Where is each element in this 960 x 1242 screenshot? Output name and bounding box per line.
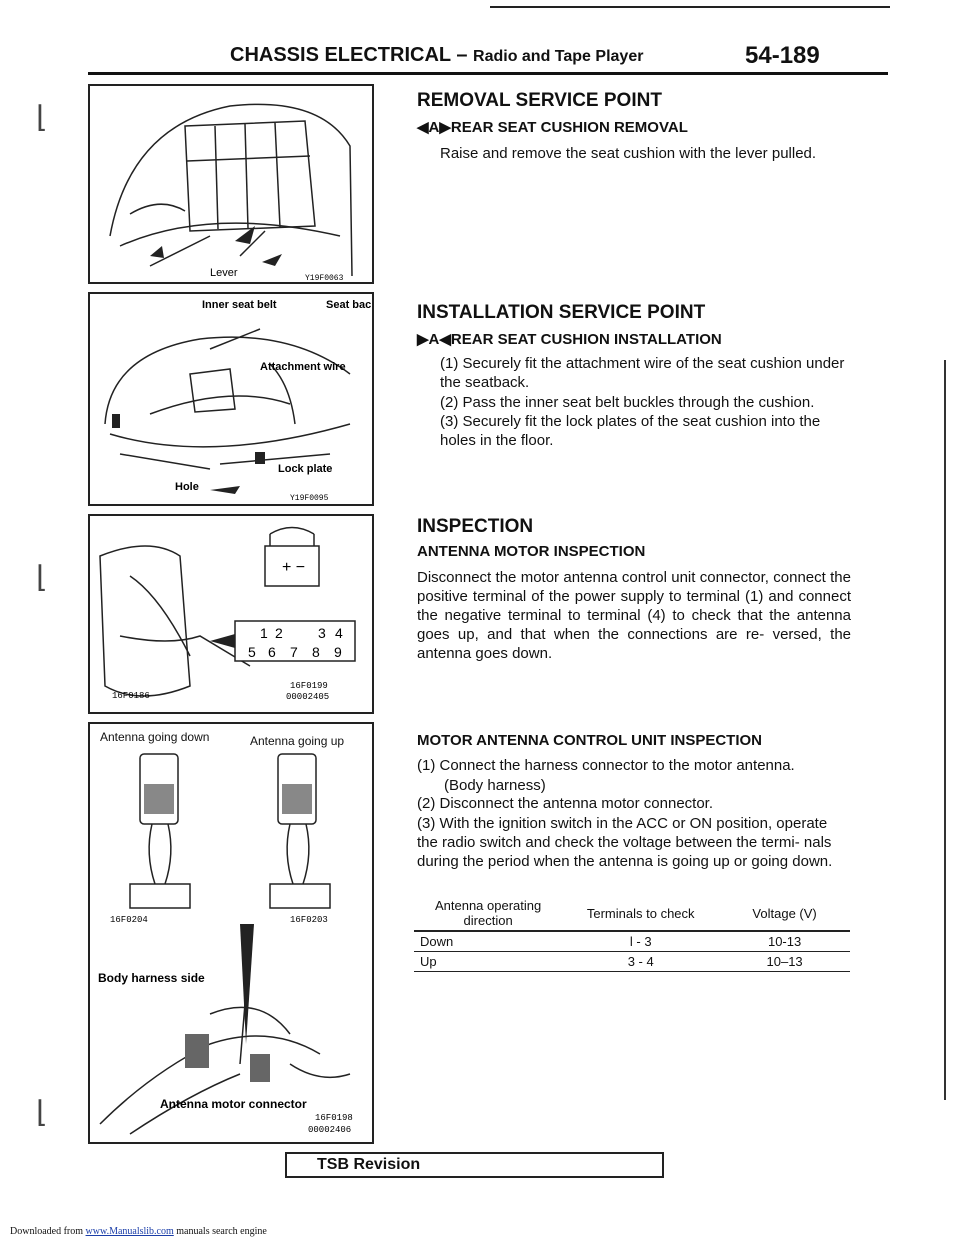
- fig3-code-left: 16F0186: [112, 691, 150, 701]
- col-header-voltage: Voltage (V): [719, 896, 850, 932]
- terminal-label: 6: [268, 644, 276, 660]
- table-cell: Down: [414, 931, 563, 952]
- manualslib-link[interactable]: www.Manualslib.com: [85, 1226, 174, 1237]
- terminal-label: 7: [290, 644, 298, 660]
- fig4-label-down: Antenna going down: [100, 730, 210, 744]
- page-header: CHASSIS ELECTRICAL – Radio and Tape Play…: [230, 44, 643, 67]
- fig2-label-inner-seat-belt: Inner seat belt: [202, 299, 277, 311]
- terminal-label: 1: [260, 625, 268, 641]
- seat-cushion-illustration: Inner seat belt Seat back Attachment wir…: [104, 299, 372, 503]
- footer-suffix: manuals search engine: [176, 1226, 267, 1237]
- fig2-label-attachment-wire: Attachment wire: [260, 361, 346, 373]
- removal-heading: REMOVAL SERVICE POINT: [417, 90, 662, 111]
- header-subtitle: Radio and Tape Player: [473, 48, 644, 65]
- antenna-motor-text: Disconnect the motor antenna control uni…: [417, 569, 851, 662]
- col-header-terminals: Terminals to check: [562, 896, 720, 932]
- control-unit-step-2: (2) Disconnect the antenna motor connect…: [417, 795, 714, 812]
- terminal-label: 9: [334, 644, 342, 660]
- voltmeter-illustration: 16F0204 16F0203: [110, 753, 331, 924]
- header-rule: [88, 72, 888, 75]
- right-rule: [944, 360, 946, 1100]
- figure-control-unit-inspection: Antenna going down Antenna going up 16F0…: [88, 722, 374, 1144]
- margin-mark: ⌊: [36, 1096, 48, 1129]
- fig2-label-hole: Hole: [175, 481, 199, 493]
- tsb-revision-box: TSB Revision: [285, 1152, 664, 1178]
- top-rule: [490, 6, 890, 8]
- fig2-label-seat-back: Seat back: [326, 299, 372, 311]
- terminal-label: 3: [318, 625, 326, 641]
- installation-step-2: (2) Pass the inner seat belt buckles thr…: [440, 394, 815, 411]
- col-header-direction: Antenna operating direction: [414, 896, 563, 932]
- fig1-label-lever: Lever: [210, 267, 238, 279]
- table-row: Up 3 - 4 10–13: [414, 951, 850, 972]
- fig4-code-right: 16F0203: [290, 915, 328, 924]
- table-header-row: Antenna operating direction Terminals to…: [414, 896, 850, 932]
- seat-illustration: Lever Y19F0063: [109, 103, 353, 282]
- fig2-label-lock-plate: Lock plate: [278, 463, 332, 475]
- fig5-code-1: 16F0198: [315, 1113, 353, 1123]
- table-cell: Up: [414, 951, 563, 972]
- margin-mark: ⌊: [36, 561, 48, 594]
- fig2-code: Y19F0095: [290, 494, 329, 503]
- removal-subheading: ◀A▶REAR SEAT CUSHION REMOVAL: [417, 119, 688, 136]
- download-footer: Downloaded from www.Manualslib.com manua…: [10, 1226, 267, 1237]
- fig3-code-right: 16F0199: [290, 681, 328, 691]
- voltage-table: Antenna operating direction Terminals to…: [414, 896, 850, 972]
- antenna-motor-subheading: ANTENNA MOTOR INSPECTION: [417, 543, 646, 560]
- table-cell: 3 - 4: [562, 951, 720, 972]
- figure-seat-cushion-lever: Lever Y19F0063: [88, 84, 374, 284]
- fig1-code: Y19F0063: [305, 274, 344, 282]
- control-unit-step-3: (3) With the ignition switch in the ACC …: [417, 815, 833, 870]
- installation-subheading: ▶A◀REAR SEAT CUSHION INSTALLATION: [417, 331, 722, 348]
- fig5-code-2: 00002406: [308, 1125, 351, 1135]
- fig5-label-antenna-motor-connector: Antenna motor connector: [160, 1097, 307, 1111]
- inspection-heading: INSPECTION: [417, 516, 534, 537]
- harness-connector-illustration: Body harness side Antenna motor connecto…: [98, 924, 353, 1135]
- svg-text:+ −: + −: [282, 559, 305, 576]
- installation-heading: INSTALLATION SERVICE POINT: [417, 302, 706, 323]
- table-cell: 10–13: [719, 951, 850, 972]
- installation-step-3: (3) Securely fit the lock plates of the …: [440, 413, 821, 449]
- fig3-code-doc: 00002405: [286, 692, 329, 702]
- antenna-motor-illustration: + − 1 2 3 4 5 6 7 8 9 16F0186 16F0199 00…: [99, 526, 356, 702]
- fig4-code-left: 16F0204: [110, 915, 148, 924]
- page-number: 54-189: [745, 42, 820, 69]
- table-cell: l - 3: [562, 931, 720, 952]
- removal-text: Raise and remove the seat cushion with t…: [440, 145, 817, 162]
- control-unit-subheading: MOTOR ANTENNA CONTROL UNIT INSPECTION: [417, 732, 762, 749]
- terminal-label: 8: [312, 644, 320, 660]
- header-title: CHASSIS ELECTRICAL –: [230, 44, 468, 66]
- footer-prefix: Downloaded from: [10, 1226, 84, 1237]
- control-unit-step-1-note: (Body harness): [444, 777, 546, 794]
- table-row: Down l - 3 10-13: [414, 931, 850, 952]
- margin-mark: ⌊: [36, 101, 48, 134]
- table-cell: 10-13: [719, 931, 850, 952]
- figure-antenna-motor-inspection: + − 1 2 3 4 5 6 7 8 9 16F0186 16F0199 00…: [88, 514, 374, 714]
- terminal-label: 5: [248, 644, 256, 660]
- installation-step-1: (1) Securely fit the attachment wire of …: [440, 355, 845, 391]
- fig5-label-body-harness-side: Body harness side: [98, 971, 205, 985]
- figure-seat-cushion-installation: Inner seat belt Seat back Attachment wir…: [88, 292, 374, 506]
- terminal-label: 2: [275, 625, 283, 641]
- terminal-label: 4: [335, 625, 343, 641]
- control-unit-step-1: (1) Connect the harness connector to the…: [417, 757, 795, 774]
- fig4-label-up: Antenna going up: [250, 734, 345, 748]
